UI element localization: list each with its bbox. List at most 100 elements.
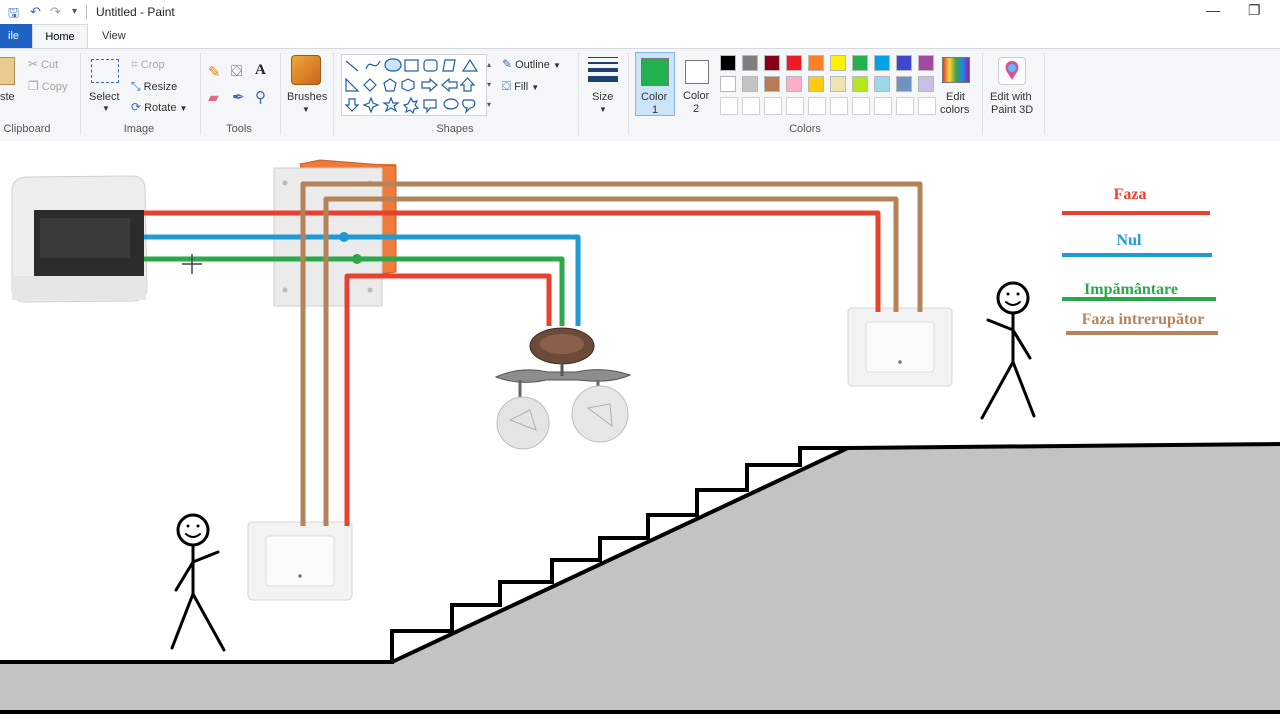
outline-icon: ✎ [502,57,513,71]
title-separator [86,5,87,19]
palette-color-swatch[interactable] [764,76,780,92]
rotate-dropdown-icon: ▼ [179,104,188,113]
palette-color-swatch[interactable] [786,55,802,71]
text-tool-icon[interactable]: A [255,62,266,78]
palette-custom-slot[interactable] [874,97,892,115]
palette-color-swatch[interactable] [874,55,890,71]
tab-view[interactable]: View [102,30,126,42]
palette-color-swatch[interactable] [742,76,758,92]
size-dropdown-icon[interactable]: ▼ [599,105,607,114]
palette-color-swatch[interactable] [808,55,824,71]
brushes-icon[interactable] [291,55,321,85]
palette-color-swatch[interactable] [786,76,802,92]
eraser-icon[interactable]: ▰ [208,89,219,105]
window-title: Untitled - Paint [96,5,175,19]
edit-with-paint3d-button[interactable]: Edit with [990,91,1032,103]
color2-label: Color [683,90,710,102]
palette-custom-slot[interactable] [808,97,826,115]
resize-button[interactable]: ⤡Resize [131,79,177,94]
legend-impamantare-label: Impământare [1084,281,1178,298]
palette-color-swatch[interactable] [742,55,758,71]
paint3d-icon[interactable] [998,57,1026,85]
color1-button[interactable]: Color 1 [635,52,675,116]
cut-label: Cut [41,59,59,71]
minimize-button[interactable]: — [1206,2,1220,18]
select-dropdown-icon[interactable]: ▼ [102,104,110,113]
undo-icon[interactable]: ↶ [30,4,41,19]
tools-group-label: Tools [226,123,252,135]
clipboard-group-label: Clipboard [3,123,51,135]
shapes-gallery[interactable] [341,54,487,116]
palette-color-swatch[interactable] [720,76,736,92]
palette-color-swatch[interactable] [918,55,934,71]
color1-label: Color [641,91,668,103]
restore-button[interactable]: ❐ [1248,2,1261,18]
crop-button[interactable]: ⌗Crop [131,57,165,72]
customize-quick-access-icon[interactable]: ▾ [72,6,78,17]
palette-color-swatch[interactable] [830,76,846,92]
select-icon[interactable] [91,59,119,83]
palette-custom-slot[interactable] [742,97,760,115]
distribution-panel [11,175,148,303]
copy-button[interactable]: ❐Copy [28,79,67,93]
drawing-canvas[interactable]: Faza Nul Impământare Faza intrerupător [0,141,1280,720]
legend-faza-label: Faza [1114,186,1147,203]
palette-color-swatch[interactable] [896,55,912,71]
palette-custom-slot[interactable] [720,97,738,115]
edit-colors-button-line2[interactable]: colors [940,104,970,116]
select-button[interactable]: Select [89,91,120,103]
tab-home[interactable]: Home [32,24,88,49]
rotate-button[interactable]: ⟳Rotate ▼ [131,100,187,114]
resize-label: Resize [143,81,178,93]
palette-custom-slot[interactable] [896,97,914,115]
paste-icon[interactable] [0,57,15,85]
shapes-gallery-scroll[interactable]: ▴▾▾ [486,60,491,109]
tab-file[interactable]: ile [0,24,38,48]
colors-group-label: Colors [789,123,821,135]
edit-colors-icon[interactable] [942,57,970,83]
palette-custom-slot[interactable] [852,97,870,115]
outline-button[interactable]: ✎Outline ▼ [502,57,561,71]
color-picker-icon[interactable]: ✒ [232,89,245,106]
legend-faza-intrerupator-label: Faza intrerupător [1082,311,1205,328]
save-icon[interactable]: 🖫 [8,5,20,20]
outline-dropdown-icon: ▼ [552,61,561,70]
brushes-button[interactable]: Brushes [287,91,328,103]
palette-custom-slot[interactable] [786,97,804,115]
edit-colors-button[interactable]: Edit [946,91,965,103]
switch-wire-traveler-2 [323,196,899,526]
redo-icon[interactable]: ↷ [50,4,61,19]
palette-color-swatch[interactable] [808,76,824,92]
copy-icon: ❐ [28,79,39,93]
color2-swatch [685,60,709,84]
palette-custom-slot[interactable] [918,97,936,115]
paste-button[interactable]: ste [0,91,15,103]
palette-color-swatch[interactable] [720,55,736,71]
neutral-junction-dot [339,232,349,242]
size-icon[interactable] [588,57,618,82]
fill-bucket-icon[interactable]: ⛋ [231,63,243,80]
rotate-icon: ⟳ [131,100,142,114]
crop-label: Crop [140,59,165,71]
palette-custom-slot[interactable] [830,97,848,115]
palette-color-swatch[interactable] [764,55,780,71]
palette-custom-slot[interactable] [764,97,782,115]
palette-color-swatch[interactable] [918,76,934,92]
color2-button[interactable]: Color 2 [680,52,716,116]
rotate-label: Rotate [144,102,177,114]
palette-color-swatch[interactable] [852,55,868,71]
magnifier-icon[interactable]: ⚲ [255,89,266,106]
stick-figure-lower [170,513,226,652]
fill-label: Fill [514,81,529,93]
wall-switch-upper [847,307,953,387]
palette-color-swatch[interactable] [874,76,890,92]
palette-color-swatch[interactable] [830,55,846,71]
fill-button[interactable]: ⛋Fill ▼ [502,79,539,94]
palette-color-swatch[interactable] [852,76,868,92]
pencil-icon[interactable]: ✎ [208,64,221,81]
brushes-dropdown-icon[interactable]: ▼ [302,105,310,114]
cut-button[interactable]: ✂Cut [28,57,58,71]
size-button[interactable]: Size [592,91,614,103]
edit-with-paint3d-button-line2[interactable]: Paint 3D [991,104,1034,116]
palette-color-swatch[interactable] [896,76,912,92]
